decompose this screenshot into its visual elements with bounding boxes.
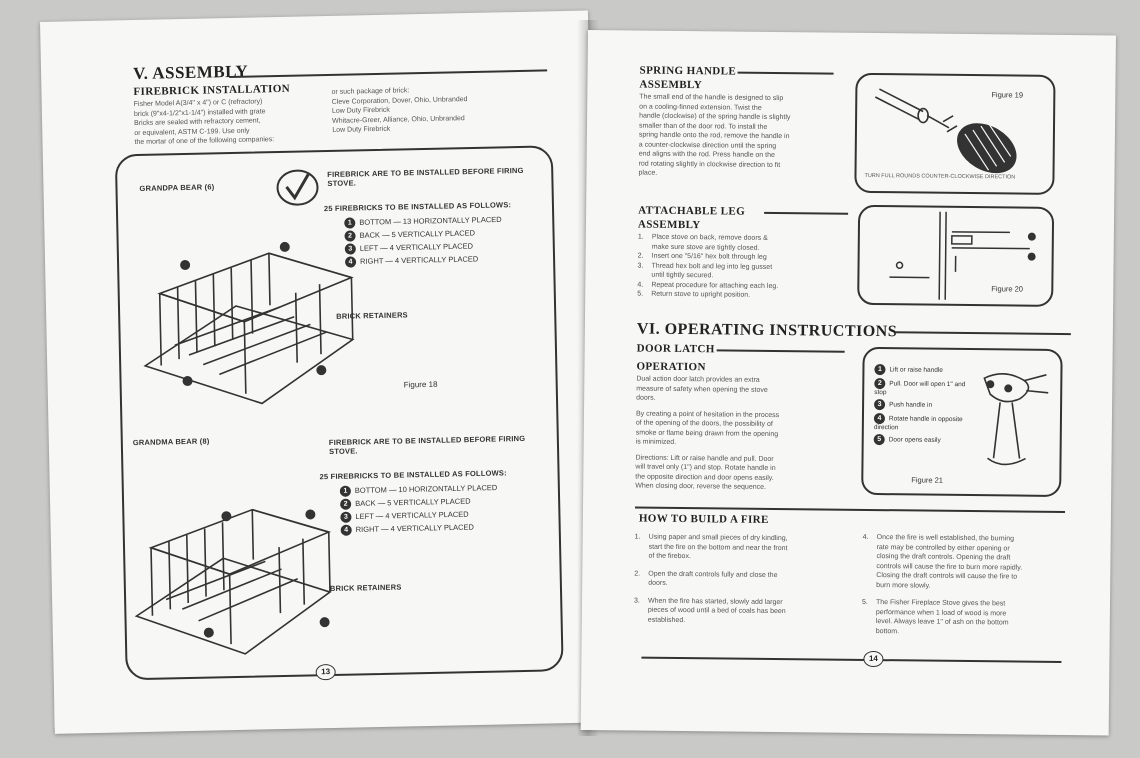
door-latch-rule [716,349,845,353]
leg-rule [764,211,849,215]
grandma-firebox-illustration [122,472,356,663]
operating-rule [894,331,1071,336]
diagram2-label: GRANDMA BEAR (8) [132,436,210,448]
spring-handle-icon [874,88,1017,174]
fire-steps-col2: 4.Once the fire is well established, the… [862,533,1063,638]
section-title-assembly: V. ASSEMBLY [132,61,249,84]
how-to-build-fire-title: HOW TO BUILD A FIRE [638,512,769,526]
figure-18-label: Figure 18 [403,379,438,390]
intro-column-2: or such package of brick: Cleve Corporat… [331,84,532,136]
item-text: LEFT — 4 VERTICALLY PLACED [355,509,469,521]
subsection-title-firebrick: FIREBRICK INSTALLATION [133,82,291,99]
check-mark-icon [275,168,320,207]
item-text: BACK — 5 VERTICALLY PLACED [355,496,471,508]
figure-21-label: Figure 21 [911,475,944,485]
page-number: 14 [863,650,884,668]
fire-step: 2.Open the draft controls fully and clos… [634,570,778,587]
item-text: BACK — 5 VERTICALLY PLACED [359,228,476,240]
operation-title: OPERATION [636,360,706,374]
item-text: RIGHT — 4 VERTICALLY PLACED [359,254,479,266]
fire-top-rule [634,506,1065,513]
leg-bolt-icon [889,211,1036,300]
leg-subtitle: ASSEMBLY [637,218,701,232]
item-text: RIGHT — 4 VERTICALLY PLACED [355,522,475,534]
fire-bottom-rule [641,656,1062,663]
figure-19-box: Figure 19 TURN FULL ROUNDS COUNTER-CLOCK… [854,72,1056,195]
leg-steps: 1.Place stove on back, remove doors & ma… [637,233,848,302]
spring-handle-subtitle: ASSEMBLY [639,78,703,92]
diagram2-retainer-label: BRICK RETAINERS [329,582,402,594]
fire-steps-col1: 1.Using paper and small pieces of dry ki… [634,533,845,627]
item-text: BOTTOM — 13 HORIZONTALLY PLACED [359,214,502,227]
operating-instructions-title: VI. OPERATING INSTRUCTIONS [636,320,898,341]
fire-step: 3.When the fire has started, slowly add … [633,597,786,624]
figure-19-label: Figure 19 [991,90,1024,100]
body-line: When closing door, reverse the sequence. [635,482,767,491]
door-latch-handle-icon [983,373,1049,466]
door-latch-title: DOOR LATCH [636,342,715,356]
right-page: SPRING HANDLE ASSEMBLY The small end of … [580,30,1116,736]
fire-step: 1.Using paper and small pieces of dry ki… [634,533,788,561]
intro-column-1: Fisher Model A(3/4" x 4") or C (refracto… [134,96,315,147]
item-text: LEFT — 4 VERTICALLY PLACED [359,241,474,253]
grandpa-firebox-illustration [128,211,372,412]
diagram1-label: GRANDPA BEAR (6) [139,182,215,193]
body-line: place. [638,169,658,177]
spring-handle-rule [737,71,834,75]
fire-step: 4.Once the fire is well established, the… [862,533,1023,590]
spring-handle-body: The small end of the handle is designed … [638,93,839,181]
operation-body: Dual action door latch provides an extra… [635,375,846,494]
page-number: 13 [315,663,336,681]
left-page: V. ASSEMBLY FIREBRICK INSTALLATION Fishe… [40,10,603,734]
leg-step: 5.Return stove to upright position. [637,290,751,299]
leg-title: ATTACHABLE LEG [638,204,746,218]
diagram1-retainer-label: BRICK RETAINERS [336,310,408,321]
section-rule [229,69,548,79]
fire-step: 5.The Fisher Fireplace Stove gives the b… [861,598,1009,635]
spring-handle-title: SPRING HANDLE [639,64,737,78]
figure-20-label: Figure 20 [991,284,1024,294]
figure-20-box: Figure 20 [857,204,1055,307]
item-text: BOTTOM — 10 HORIZONTALLY PLACED [354,483,498,495]
